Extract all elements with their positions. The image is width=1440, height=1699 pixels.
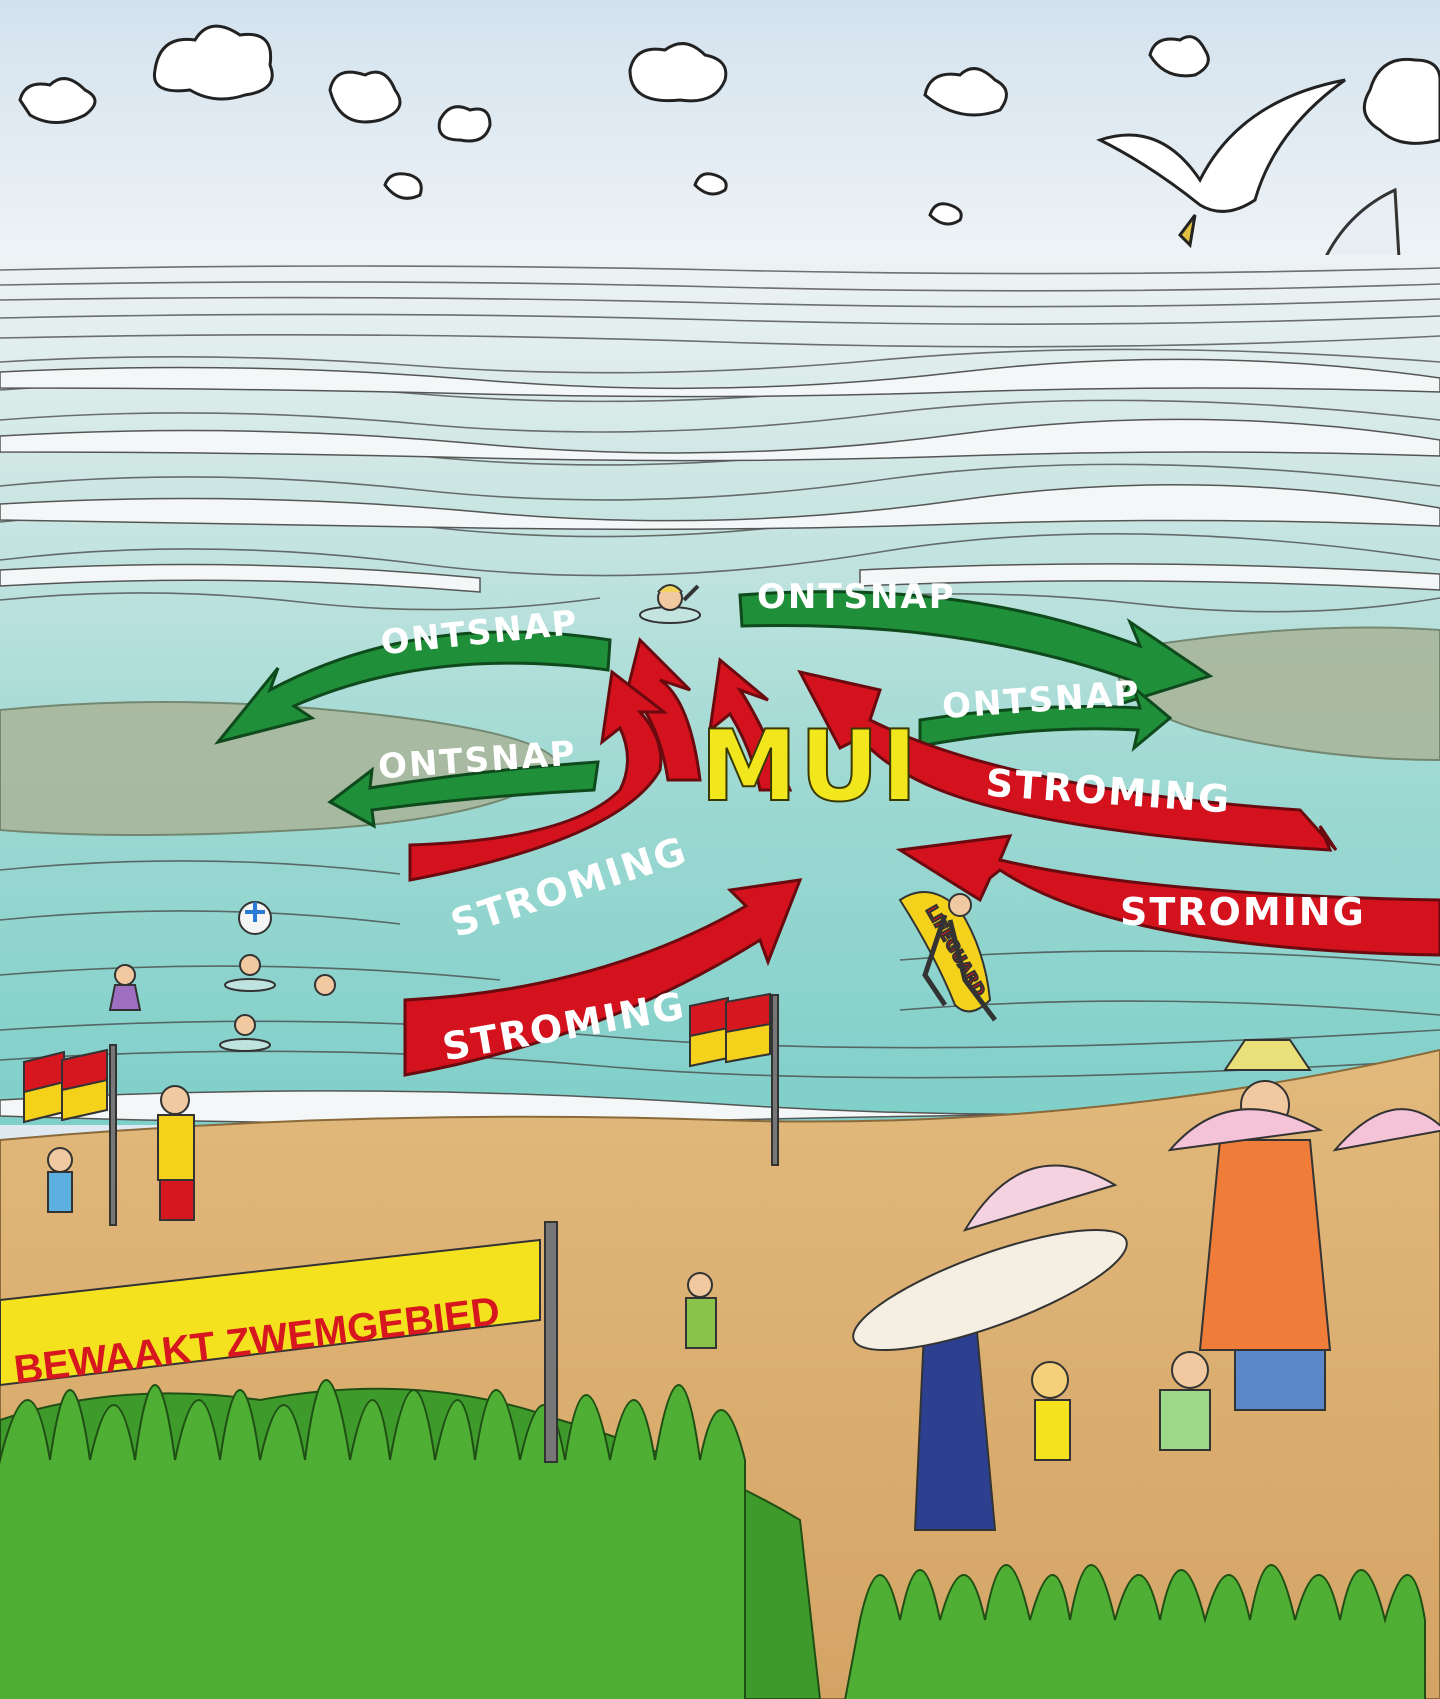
current-arrow-right [797, 669, 1338, 852]
escape-arrow-mid-right [918, 683, 1173, 752]
current-arrow-bottom-left [403, 878, 803, 1077]
current-arrows [403, 637, 1440, 1077]
lifeguard: LIFEGUARD [898, 891, 997, 1022]
escape-arrows [213, 590, 1214, 829]
escape-arrow-mid-left [327, 760, 600, 829]
swimmers-group [108, 901, 336, 1052]
cloud [1362, 57, 1440, 145]
cloud [383, 172, 423, 200]
cloud [328, 70, 402, 124]
cloud [18, 77, 97, 124]
cloud [928, 202, 963, 226]
dune-grass [0, 1379, 1426, 1699]
mui-label: MUI [700, 710, 920, 824]
flag-left [23, 1044, 117, 1226]
current-arrow-left [408, 669, 669, 882]
current-arrow-bottom-right [895, 834, 1440, 957]
ontsnap-label-top-right: ONTSNAP [757, 577, 956, 617]
flag-center [689, 992, 779, 1166]
cloud [1148, 35, 1210, 78]
stroming-label-bottom-right: STROMING [1120, 890, 1366, 934]
cloud [437, 105, 492, 143]
escape-arrow-top-right [738, 590, 1214, 707]
escape-arrow-top-left [213, 630, 612, 745]
cloud [923, 67, 1008, 117]
cloud [628, 42, 728, 103]
cloud [152, 24, 274, 101]
cloud [693, 172, 728, 196]
swimmer-in-rip [639, 584, 701, 624]
current-arrow-center [707, 657, 793, 792]
seagull [1096, 78, 1346, 249]
clouds [18, 24, 1440, 226]
beach-umbrellas [962, 1108, 1440, 1232]
